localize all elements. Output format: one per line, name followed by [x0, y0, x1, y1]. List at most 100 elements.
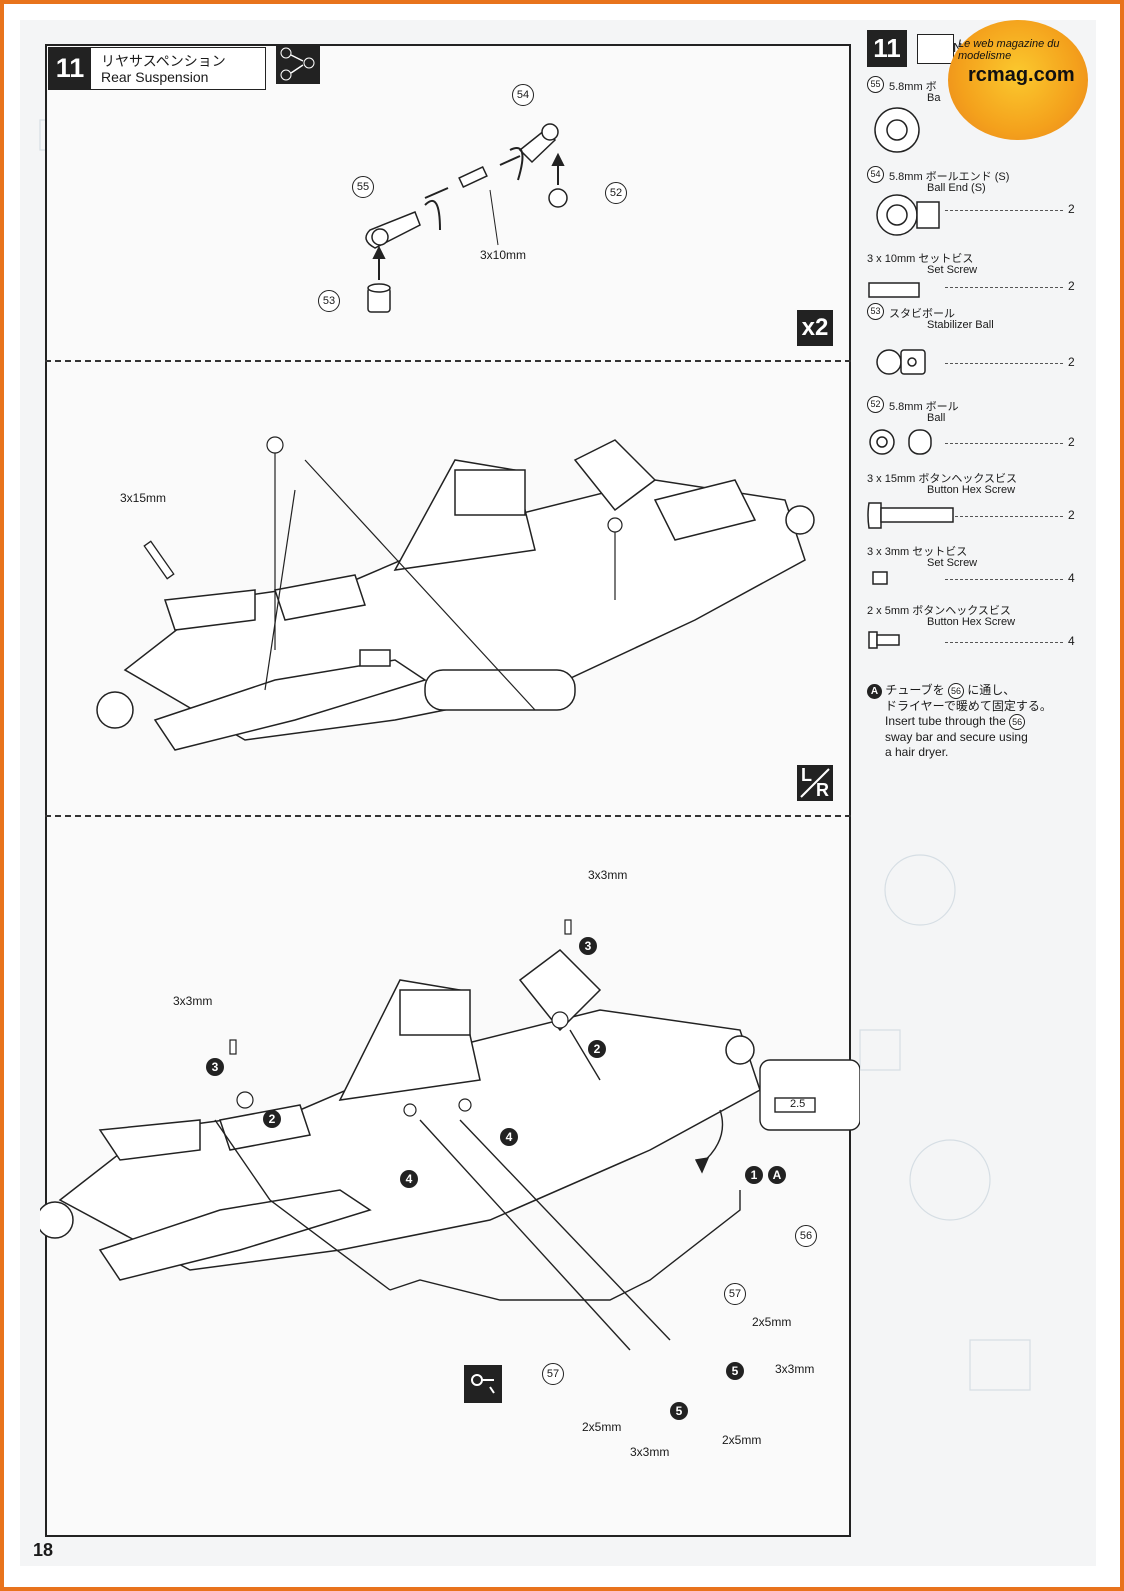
gauge-value: 2.5	[790, 1098, 806, 1110]
logo-text: rcmag.com	[968, 64, 1075, 86]
step-marker-4b: 4	[400, 1170, 418, 1188]
note-a-en-line-1: Insert tube through the 56	[867, 714, 1087, 730]
step-title-en: Rear Suspension	[101, 69, 209, 85]
quantity-leader-line	[945, 287, 1063, 288]
part-name-en: Ba	[927, 92, 941, 104]
parts-list-step-number: 11	[867, 30, 907, 67]
step-marker-5a: 5	[726, 1362, 744, 1380]
part-name-jp: 2 x 5mm ボタンヘックスビス	[867, 605, 1011, 617]
left-right-badge: L R	[797, 765, 833, 801]
part-number: 52	[867, 396, 884, 413]
note-a-en-ref-56: 56	[1009, 714, 1026, 730]
part-quantity: 2	[1068, 355, 1075, 369]
part-quantity: 2	[1068, 508, 1075, 522]
part-name-jp: 3 x 3mm セットビス	[867, 546, 968, 558]
quantity-leader-line	[945, 642, 1063, 643]
ball-end-exploded-diagram	[365, 123, 568, 313]
step-number: 11	[49, 48, 91, 89]
step-title-jp: リヤサスペンション	[101, 54, 226, 70]
screw-size-3x3-a: 3x3mm	[588, 868, 628, 882]
screw-size-3x3-c: 3x3mm	[775, 1362, 815, 1376]
note-a-jp-text: チューブを	[885, 683, 948, 697]
screw-size-3x15: 3x15mm	[120, 491, 167, 505]
parts-list-panel: 11 No	[867, 30, 1097, 1530]
step-header: 11 リヤサスペンション Rear Suspension	[48, 47, 266, 90]
logo-tagline: Le web magazine du modelisme	[958, 38, 1060, 62]
quantity-leader-line	[945, 516, 1063, 517]
step-marker-2b: 2	[263, 1110, 281, 1128]
quantity-leader-line	[945, 363, 1063, 364]
part-name-en: Stabilizer Ball	[927, 319, 994, 331]
part-name-en: Button Hex Screw	[927, 484, 1016, 496]
callout-part-54: 54	[512, 84, 534, 106]
part-quantity: 4	[1068, 571, 1075, 585]
part-name-en: Button Hex Screw	[927, 616, 1016, 628]
rcmag-logo: Le web magazine du modelisme rcmag.com	[948, 20, 1088, 140]
note-a-ref-56: 56	[947, 683, 964, 699]
quantity-leader-line	[945, 579, 1063, 580]
quantity-badge-x2: x2	[797, 310, 833, 346]
callout-part-57-a: 57	[724, 1283, 746, 1305]
part-name-en: Set Screw	[927, 557, 978, 569]
part-quantity: 2	[1068, 279, 1075, 293]
part-name-jp: 5.8mm ボール	[889, 401, 959, 413]
note-a-jp-line-1: A チューブを 56 に通し、	[867, 683, 1087, 699]
screw-size-2x5-a: 2x5mm	[752, 1315, 792, 1329]
part-number: 54	[867, 166, 884, 183]
part-quantity: 2	[1068, 435, 1075, 449]
part-name-jp: 3 x 10mm セットビス	[867, 253, 974, 265]
parts-bag-icon	[917, 34, 954, 64]
part-quantity: 2	[1068, 202, 1075, 216]
badge-r: R	[816, 780, 829, 800]
badge-l: L	[801, 765, 812, 785]
tool-icon	[464, 1365, 502, 1403]
part-name-jp: 5.8mm ボールエンド (S)	[889, 171, 1010, 183]
callout-part-53: 53	[318, 290, 340, 312]
main-instruction-panel	[45, 44, 851, 1537]
part-number: 53	[867, 303, 884, 320]
rear-suspension-chassis-diagram-1	[96, 436, 815, 751]
part-number: 55	[867, 76, 884, 93]
screw-size-2x5-b: 2x5mm	[582, 1420, 622, 1434]
note-a: A チューブを 56 に通し、 ドライヤーで暖めて固定する。 Insert tu…	[867, 683, 1087, 760]
screw-size-3x3-b: 3x3mm	[173, 994, 213, 1008]
callout-part-55: 55	[352, 176, 374, 198]
part-quantity: 4	[1068, 634, 1075, 648]
callout-part-57-b: 57	[542, 1363, 564, 1385]
screw-size-3x10: 3x10mm	[480, 248, 527, 262]
callout-part-52: 52	[605, 182, 627, 204]
screw-size-3x3-d: 3x3mm	[630, 1445, 670, 1459]
step-marker-3a: 3	[579, 937, 597, 955]
note-a-jp-line-2: ドライヤーで暖めて固定する。	[885, 699, 1052, 713]
note-a-marker: A	[867, 684, 882, 699]
step-marker-1: 1	[745, 1166, 763, 1184]
parts-illustrations	[867, 107, 954, 649]
step-marker-4a: 4	[500, 1128, 518, 1146]
section-divider-2	[45, 815, 851, 817]
part-name-en: Ball End (S)	[927, 182, 986, 194]
part-name-en: Ball	[927, 412, 946, 424]
callout-part-56: 56	[795, 1225, 817, 1247]
screw-size-2x5-c: 2x5mm	[722, 1433, 762, 1447]
assembly-order-icon	[276, 44, 320, 84]
part-name-jp: 5.8mm ボ	[889, 81, 937, 93]
step-marker-3b: 3	[206, 1058, 224, 1076]
part-name-jp: スタビボール	[889, 308, 955, 320]
part-row: 54 5.8mm ボールエンド (S)Ball End (S)	[867, 166, 1087, 198]
step-marker-5b: 5	[670, 1402, 688, 1420]
rear-suspension-chassis-diagram-2	[40, 919, 860, 1351]
step-marker-2a: 2	[588, 1040, 606, 1058]
note-a-jp-text-b: に通し、	[963, 683, 1016, 697]
section-divider-1	[45, 360, 851, 362]
quantity-leader-line	[945, 210, 1063, 211]
quantity-leader-line	[945, 443, 1063, 444]
part-name-jp: 3 x 15mm ボタンヘックスビス	[867, 473, 1018, 485]
